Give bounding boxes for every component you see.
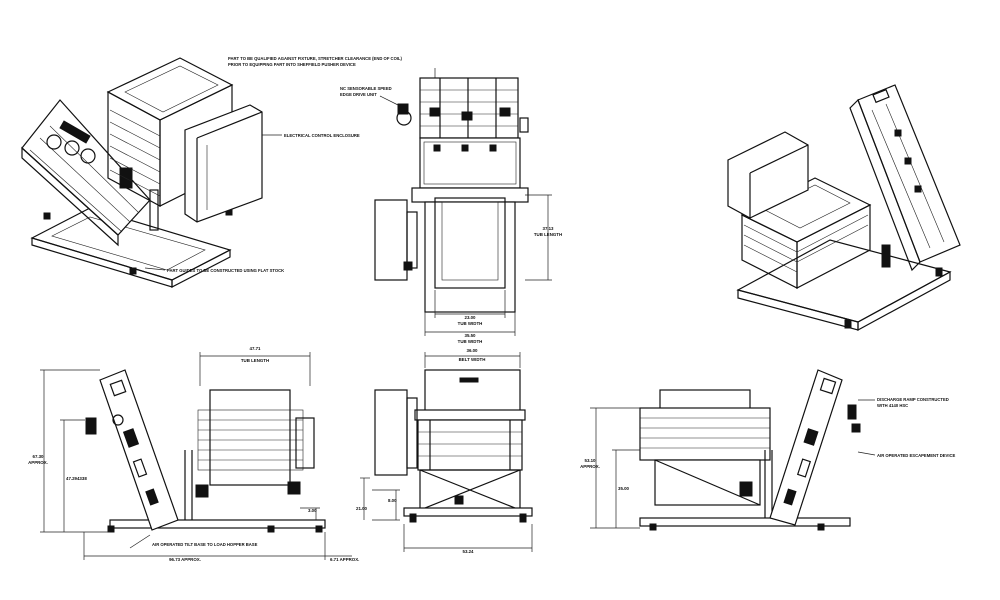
note-discharge-ramp-2: WITH 4140 HSC (877, 403, 908, 408)
dim-front-8: 8.00 (388, 498, 397, 503)
dim-tub-width-2-label: TUB WIDTH (458, 339, 483, 344)
dim-belt-width-label: BELT WIDTH (459, 357, 486, 362)
dim-belt-width: 36.00 (467, 348, 479, 353)
note-limit-switch-1: NC SENSORABLE SPEED (340, 86, 392, 91)
note-flat-stock-guides: PART GUIDES TO BE CONSTRUCTED USING FLAT… (167, 268, 284, 273)
dim-front-21: 21.00 (356, 506, 368, 511)
front-view: 36.00 BELT WIDTH 8.00 21.00 53.24 (356, 348, 533, 554)
isometric-view-left: ELECTRICAL CONTROL ENCLOSURE PART GUIDES… (21, 57, 360, 288)
dim-tub-width: 23.00 (465, 315, 477, 320)
note-top-1: PART TO BE QUALIFIED AGAINST FIXTURE, ST… (228, 56, 403, 61)
note-electrical-enclosure: ELECTRICAL CONTROL ENCLOSURE (284, 133, 360, 138)
dim-tub-length: 37.13 (543, 226, 555, 231)
dim-height-inner: 47.294338 (66, 476, 87, 481)
dim-front-overall: 53.24 (463, 549, 475, 554)
note-escapement-device: AIR OPERATED ESCAPEMENT DEVICE (877, 453, 956, 458)
dim-height-total-label: APPROX. (28, 460, 48, 465)
isometric-view-right (727, 84, 961, 332)
note-top-2: PRIOR TO EQUIPPING PART INTO SHEFFIELD P… (228, 62, 356, 67)
side-view-right: DISCHARGE RAMP CONSTRUCTED WITH 4140 HSC… (580, 369, 956, 531)
dim-tub-width-2: 35.50 (465, 333, 477, 338)
dim-right-height: 53.10 (585, 458, 597, 463)
note-air-tilt-base: AIR OPERATED TILT BASE TO LOAD HOPPER BA… (152, 542, 258, 547)
dim-side-tub-length-label: TUB LENGTH (241, 358, 269, 363)
dim-base-right: 3.00 (308, 508, 317, 513)
dim-right-inner: 35.00 (618, 486, 630, 491)
dim-tub-width-label: TUB WIDTH (458, 321, 483, 326)
dim-overhang: 6.71 APPROX. (330, 557, 359, 562)
note-limit-switch-2: EDGE DRIVE UNIT (340, 92, 377, 97)
dim-side-tub-length: 47.71 (250, 346, 262, 351)
note-discharge-ramp-1: DISCHARGE RAMP CONSTRUCTED (877, 397, 949, 402)
dim-height-total: 67.30 (33, 454, 45, 459)
dim-right-height-label: APPROX. (580, 464, 600, 469)
dim-overall-length: 96.73 APPROX. (169, 557, 201, 562)
dim-tub-length-label: TUB LENGTH (534, 232, 562, 237)
top-plan-view: PART TO BE QUALIFIED AGAINST FIXTURE, ST… (228, 56, 562, 344)
side-view-left: 47.71 TUB LENGTH 67.30 APPROX. 47.294338… (28, 346, 359, 562)
